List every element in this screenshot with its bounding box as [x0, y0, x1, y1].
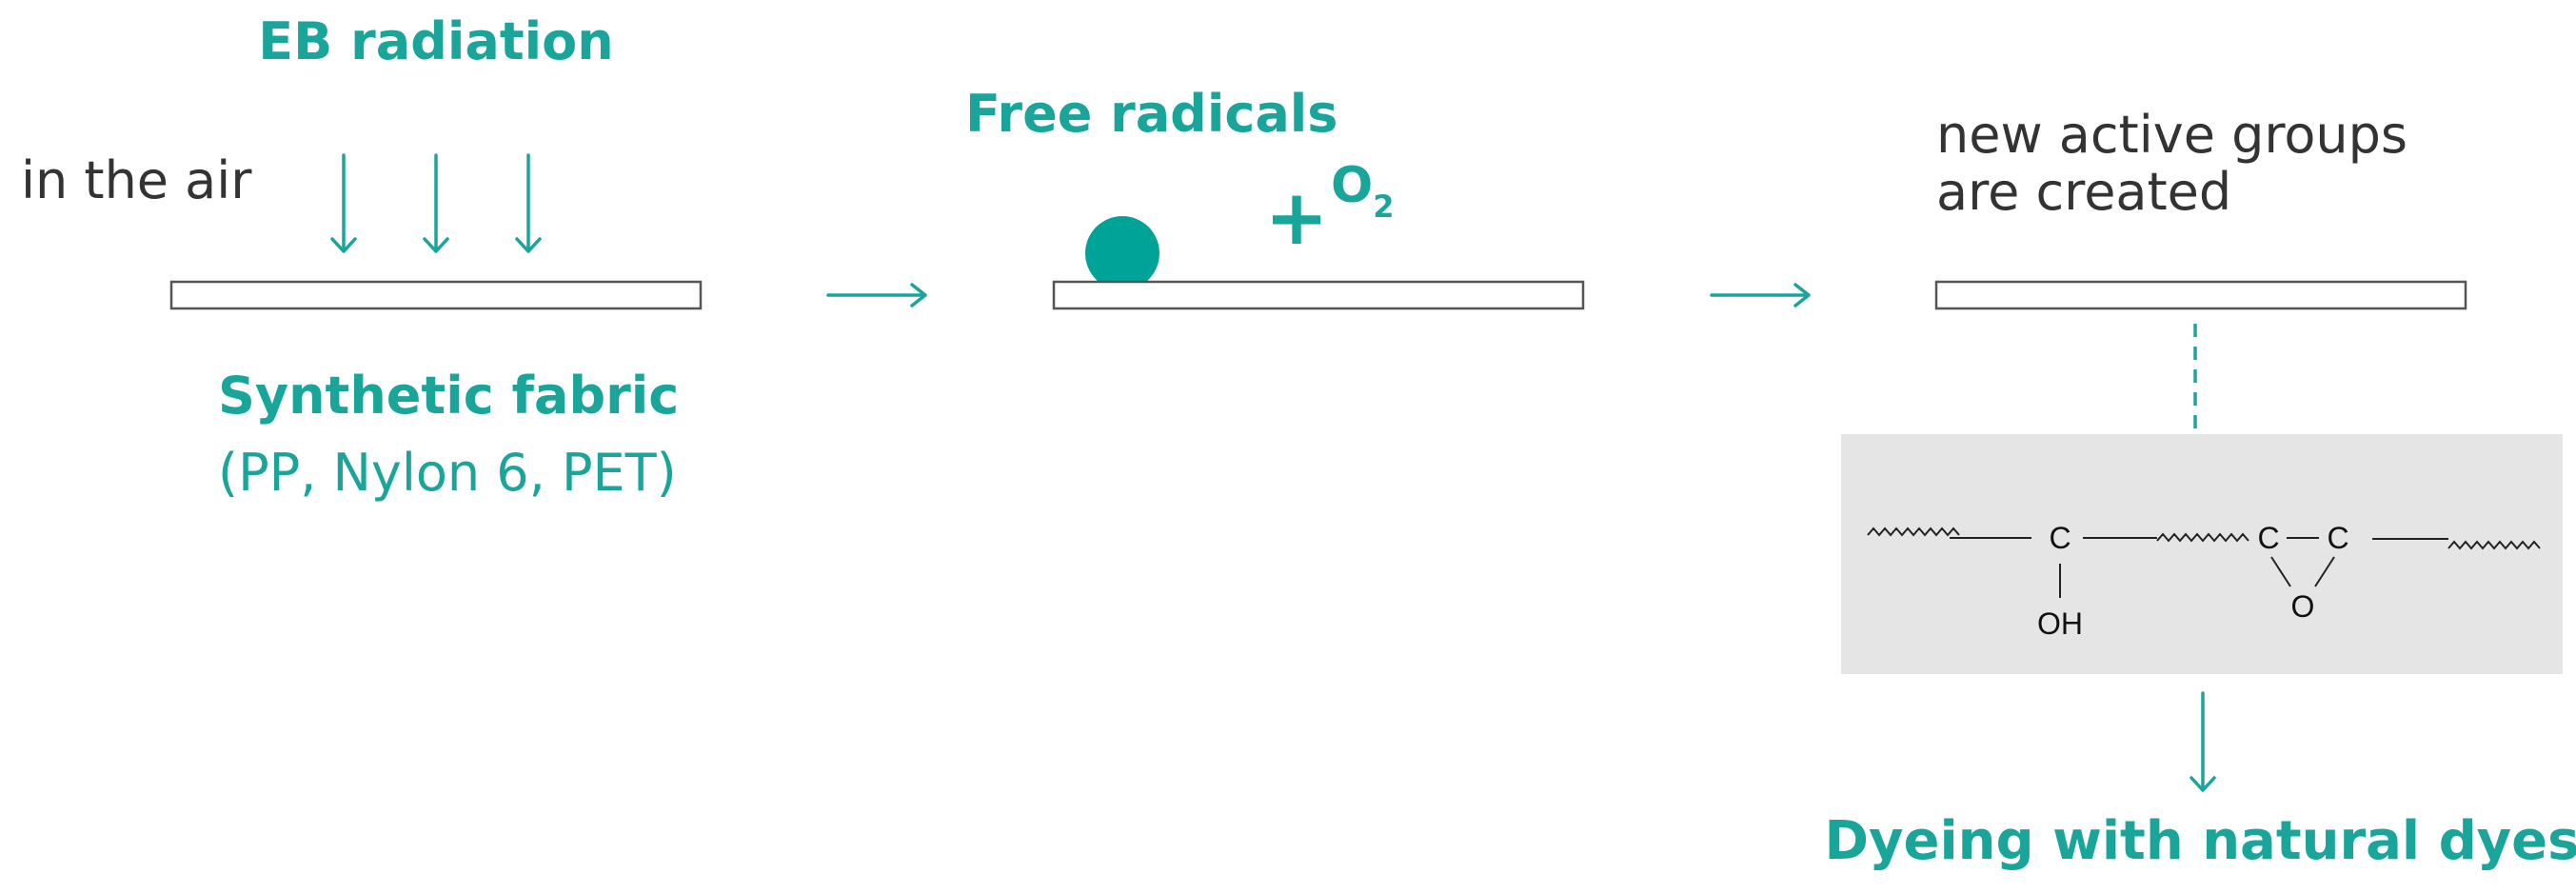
in-the-air-label: in the air	[21, 150, 252, 210]
process-arrow-1	[826, 283, 927, 308]
new-active-groups-text-line2: are created	[1936, 162, 2231, 222]
synthetic-fabric-title: Synthetic fabric	[218, 366, 679, 426]
synthetic-fabric-strip	[169, 280, 703, 310]
step-2-group: Free radicals + O2	[965, 84, 1585, 310]
radiation-arrows	[330, 153, 542, 253]
radiation-arrow-1	[330, 153, 357, 253]
step-1-group: EB radiation in the air Synthetic fabric…	[21, 11, 703, 503]
atom-o-epoxide: O	[2291, 589, 2315, 624]
step-3-group: new active groups are created C OH C C O…	[1825, 105, 2576, 872]
dyeing-arrow	[2190, 691, 2216, 792]
structure-background	[1841, 434, 2563, 674]
polymer-chain-wave-3	[2447, 540, 2541, 550]
new-active-groups-text-line1: new active groups	[1936, 105, 2408, 165]
polymer-chain-wave-2	[2156, 532, 2249, 543]
oxygen-molecule: O2	[1331, 157, 1394, 225]
radiation-arrow-3	[515, 153, 542, 253]
activated-fabric-strip	[1934, 280, 2467, 310]
free-radicals-title: Free radicals	[965, 84, 1338, 144]
free-radical-dot	[1085, 216, 1159, 290]
oxygen-symbol: O	[1331, 157, 1373, 214]
fabric-types-label: (PP, Nylon 6, PET)	[218, 443, 677, 503]
irradiated-fabric-strip	[1052, 280, 1585, 310]
atom-c1: C	[2049, 521, 2071, 555]
atom-oh: OH	[2037, 606, 2083, 641]
atom-c2: C	[2257, 521, 2279, 555]
bond-c2-o	[2270, 556, 2291, 587]
eb-radiation-label: EB radiation	[258, 11, 613, 71]
radiation-arrow-2	[423, 153, 449, 253]
dyeing-natural-dyes-label: Dyeing with natural dyes	[1825, 810, 2576, 872]
plus-sign: +	[1264, 173, 1328, 262]
chemical-structure-panel: C OH C C O	[1841, 434, 2563, 674]
polymer-chain-wave-1	[1867, 526, 1960, 537]
bond-c3-o	[2314, 556, 2335, 587]
atom-c3: C	[2327, 521, 2348, 555]
process-arrow-2	[1710, 283, 1811, 308]
oxygen-subscript: 2	[1373, 189, 1394, 225]
